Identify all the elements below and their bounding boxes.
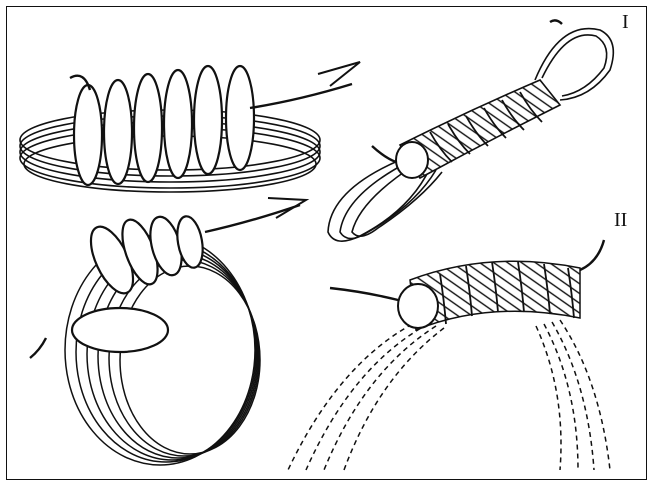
figure-label-ii: II (614, 210, 627, 230)
finished-hank-two (288, 240, 610, 470)
coil-wrapping-step-top-left (20, 62, 360, 192)
finished-hank-one (328, 20, 613, 241)
figure-label-i: I (622, 12, 629, 32)
coil-wrapping-step-bottom-left (30, 198, 306, 465)
